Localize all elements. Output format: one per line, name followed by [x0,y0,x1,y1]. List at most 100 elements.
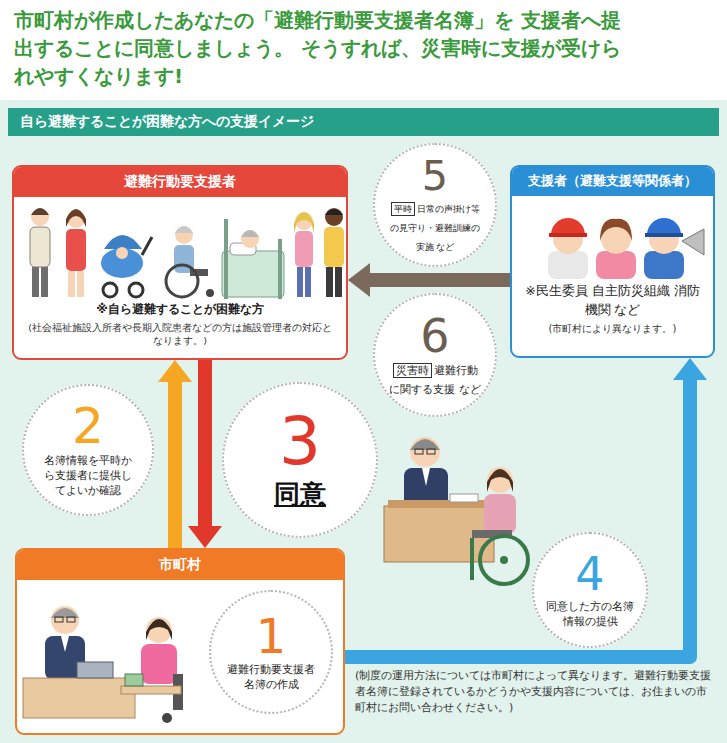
firefighter-figure-part [549,233,587,237]
clerk-man-figure-part [55,617,63,622]
stroller-figure [101,235,152,297]
panel: 自ら避難することが困難な方への支援イメージ [0,100,727,743]
official-figure-part [422,468,430,486]
wheelchair-woman-figure-part [487,469,513,492]
circle-content: 1避難行動要支援者名簿の作成 [225,612,317,693]
foreign-man-figure-part [325,209,343,215]
circle-content: 4同意した方の名簿情報の提供 [545,551,635,630]
arrow-head [158,360,192,382]
fire-brigade-figure-part [645,233,683,237]
foreign-man-figure-part [326,267,333,297]
callout-number: 5 [389,156,481,197]
stroller-figure-part [116,247,128,259]
clerk-woman-figure-part [146,619,172,640]
step-circle: 3同意 [222,382,378,538]
box-heading: 市町村 [17,550,343,580]
flow-arrow [198,360,212,528]
counter-desk-part [450,494,478,502]
man-figure-part [31,208,49,215]
firefighter-figure-part [551,218,585,235]
wheelchair-figure-part [175,226,193,233]
girl-figure-part [294,212,314,233]
panel-heading: 自ら避難することが困難な方への支援イメージ [8,108,719,136]
arrow-head [188,526,222,548]
box-heading: 支援者（避難支援等関係者） [512,167,713,196]
volunteer-figure [596,219,636,279]
consent-text: 同意 [245,477,355,512]
clerk-woman-figure-part [141,644,177,684]
stroller-figure-part [129,283,143,297]
fire-brigade-figure-part [644,251,684,279]
callout-number: 2 [40,401,136,451]
counter-desk [384,494,494,562]
arrow-group [188,360,222,548]
box-small-note: (社会福祉施設入所者や長期入院患者などの方は施設管理者の対応となります。) [14,318,346,354]
circle-content: 6災害時避難行動に関する支援 など [389,313,481,398]
time-tag: 災害時 [393,363,432,379]
woman-figure-part [66,229,86,271]
circle-content: 3同意 [245,409,355,512]
role-box: 避難行動要支援者※自ら避難することが困難な方(社会福祉施設入所者や長期入院患者な… [12,165,348,360]
wheelchair-figure [166,226,214,297]
wheelchair-figure-part [206,289,214,297]
volunteer-figure-part [600,219,632,241]
firefighter-figure-part [548,251,588,279]
fire-brigade-figure-part [682,229,704,255]
circle-text: 同意した方の名簿情報の提供 [545,600,635,630]
supporters-illustration [512,197,717,279]
circle-content: 5平時日常の声掛け等の見守り・避難訓練の実施 など [389,156,481,255]
callout-number: 6 [389,313,481,359]
woman-figure-part [77,271,84,297]
man-figure-part [31,208,49,226]
arrow-group [158,360,192,548]
wheelchair-woman-figure-part [480,536,528,584]
clerk-man-figure-part [61,636,69,652]
desk-figure-part [121,686,181,694]
woman-figure [66,209,86,297]
arrow-head [348,263,370,297]
circle-text: 名簿情報を平時から支援者に提供してよいか確認 [40,454,136,499]
foreign-man-figure-part [324,227,344,267]
girl-figure-part [297,267,303,297]
step-circle: 5平時日常の声掛け等の見守り・避難訓練の実施 など [373,143,497,267]
clerk-man-figure-part [67,617,75,622]
wheelchair-woman-figure-part [470,538,474,580]
girl-figure-part [305,267,311,297]
flow-arrow [368,273,510,287]
arrow-head [673,358,707,380]
circle-text: 避難行動要支援者名簿の作成 [225,663,317,693]
callout-number: 4 [545,551,635,597]
role-box: 市町村 1避難行動要支援者名簿の作成 [15,548,345,735]
people-illustration [14,199,350,304]
woman-figure-part [68,271,75,297]
foreign-man-figure [324,208,344,297]
fire-brigade-figure [644,218,704,279]
circle-content: 2名簿情報を平時から支援者に提供してよいか確認 [40,401,136,499]
time-tag: 平時 [391,202,415,216]
box-note: ※自ら避難することが困難な方 [14,301,346,318]
bed-figure-part [224,219,228,299]
wheelchair-figure-part [166,265,198,297]
woman-figure-part [66,209,86,227]
bed-figure-part [241,230,259,248]
man-figure-part [41,267,48,297]
step-circle: 4同意した方の名簿情報の提供 [532,532,648,648]
desk-figure-part [23,678,135,718]
clerk-woman-figure-part [146,617,172,643]
page-title: 市町村が作成したあなたの「避難行動要支援者名簿」を 支援者へ提出することに同意し… [14,6,634,90]
official-figure-part [410,437,440,467]
wheelchair-woman-figure [472,467,528,584]
girl-figure [294,212,314,297]
office-illustration [17,578,207,733]
clerk-man-figure-part [51,606,79,634]
clerk-woman-figure-part [162,713,172,723]
box-small-note: (市町村により異なります。) [512,320,713,342]
counter-illustration [380,420,535,595]
volunteer-figure-part [596,251,636,279]
man-figure-part [32,267,39,297]
flow-arrow [345,378,690,657]
man-figure-part [30,227,50,267]
woman-figure-part [67,210,85,228]
desk-figure-part [125,674,143,686]
